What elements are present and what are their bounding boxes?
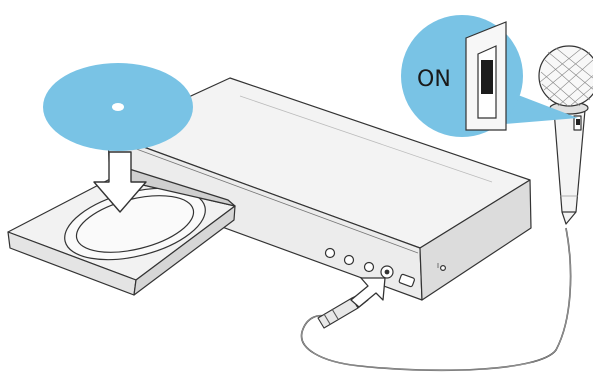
front-button-2 — [343, 254, 355, 266]
standby-led — [440, 265, 447, 272]
switch-knob — [481, 60, 493, 94]
usb-port — [398, 273, 415, 288]
switch-icon — [465, 21, 507, 131]
dvd-player — [107, 77, 532, 301]
front-button-3 — [363, 261, 375, 273]
player-side — [419, 179, 532, 301]
disc-hole — [112, 103, 124, 111]
switch-callout: ON — [401, 15, 578, 137]
disc-icon — [43, 63, 193, 151]
microphone-icon — [538, 45, 593, 225]
switch-label: ON — [417, 67, 451, 92]
disc-tray — [7, 167, 236, 296]
front-button-1 — [324, 247, 336, 259]
arrow-down-icon — [93, 151, 147, 213]
arrow-up-right-icon — [350, 277, 386, 308]
